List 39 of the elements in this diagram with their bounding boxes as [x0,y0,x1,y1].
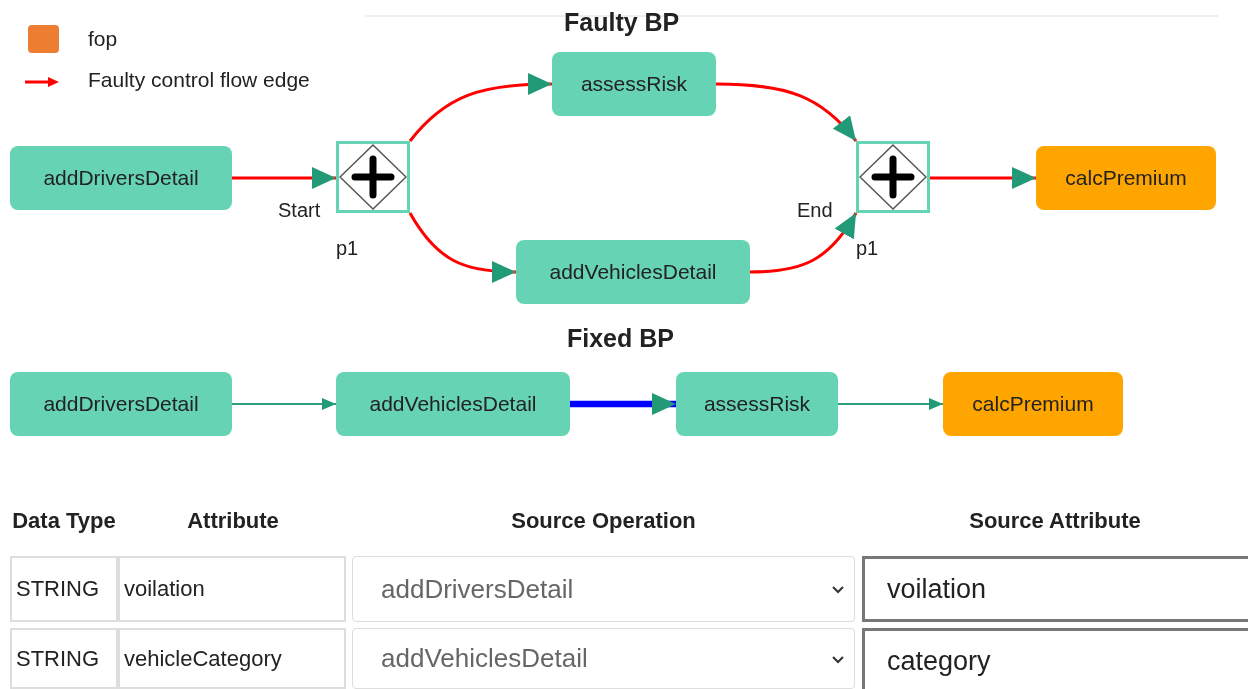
arrow [930,167,1036,189]
process-box: addVehiclesDetail [516,240,750,304]
parallel-gateway [856,141,930,213]
node-caption: End [797,199,833,222]
column-header: Attribute [186,507,280,535]
parallel-gateway [336,141,410,213]
legend-label: Faulty control flow edge [88,68,310,92]
node-caption: Start [278,199,321,222]
table-cell: vehicleCategory [118,628,346,689]
dropdown-field: addVehiclesDetail [352,628,855,689]
process-box: assessRisk [676,372,838,436]
column-header: Data Type [11,507,117,535]
arrow [232,167,336,189]
dropdown-field: addDriversDetail [352,556,855,622]
process-box: addVehiclesDetail [336,372,570,436]
input-field: voilation [862,556,1248,622]
node-caption: p1 [336,237,359,260]
process-box: addDriversDetail [10,146,232,210]
arrow [715,82,858,142]
process-box: addDriversDetail [10,372,232,436]
table-cell: voilation [118,556,346,622]
column-header: Source Attribute [968,507,1142,535]
section-title: Faulty BP [564,8,680,37]
input-field: category [862,628,1248,689]
arrow [408,212,517,283]
section-title: Fixed BP [567,324,674,353]
column-header: Source Operation [510,507,697,535]
node-caption: p1 [856,237,879,260]
arrow [749,212,858,274]
arrow [231,398,337,410]
process-box: calcPremium [943,372,1123,436]
arrow [837,398,944,410]
table-cell: STRING [10,556,118,622]
table-cell: STRING [10,628,118,689]
legend-label: fop [88,27,118,51]
process-box: assessRisk [552,52,716,116]
process-box: calcPremium [1036,146,1216,210]
arrow [408,73,553,142]
arrow [570,393,676,415]
